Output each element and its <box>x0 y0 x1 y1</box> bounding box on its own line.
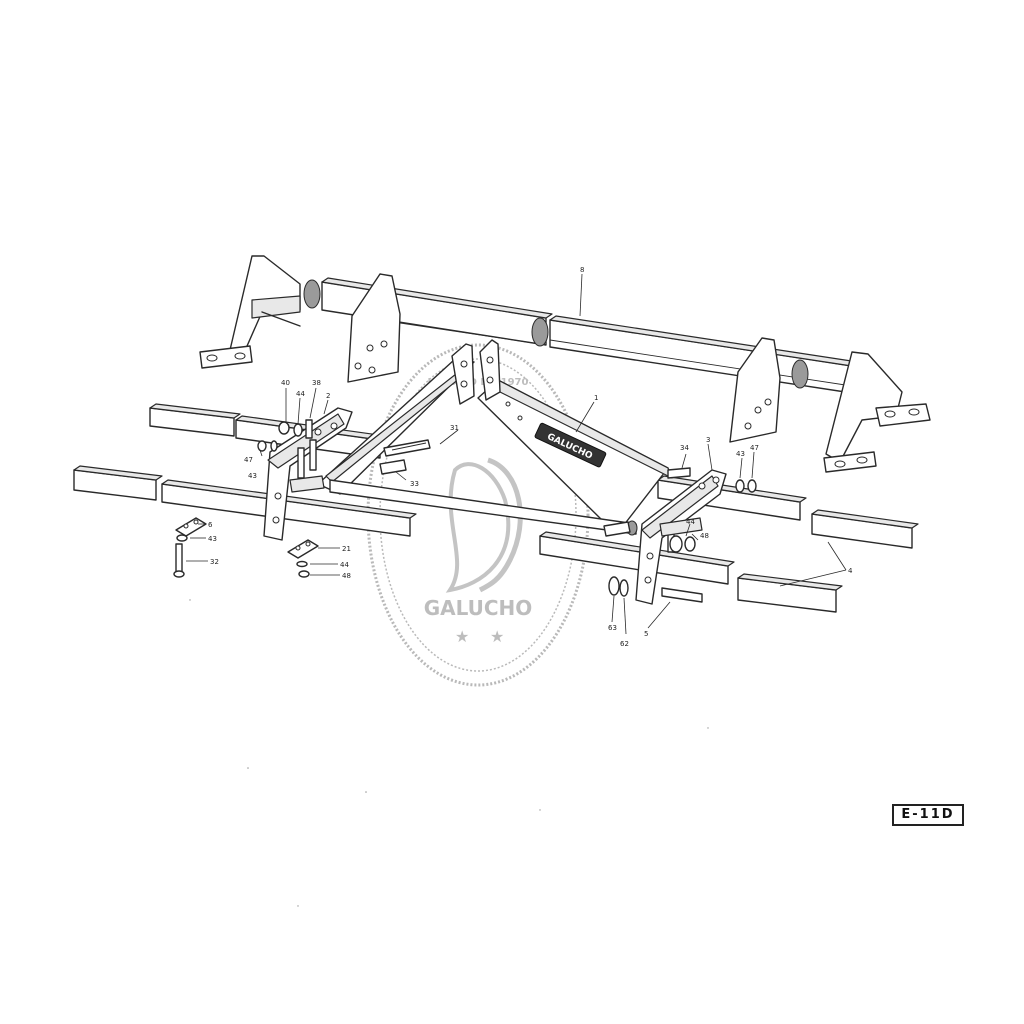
label-part-47-right: 47 <box>750 444 759 452</box>
loose-plate-21 <box>287 539 319 578</box>
label-part-44: 44 <box>296 390 305 398</box>
label-part-40: 40 <box>281 379 290 387</box>
diagram-code-label: E-11D <box>892 804 964 826</box>
label-part-34: 34 <box>680 444 689 452</box>
left-hardware-group <box>257 419 431 475</box>
label-part-48-lower: 48 <box>342 572 351 580</box>
watermark-star-left: ★ <box>455 627 469 646</box>
top-right-end-bracket <box>823 351 931 473</box>
right-clamp-bracket <box>635 469 727 605</box>
label-part-32: 32 <box>210 558 219 566</box>
watermark-arc-text: UNDADO EM 1970 <box>428 377 529 388</box>
top-center-right-bracket <box>729 337 781 443</box>
label-part-38: 38 <box>312 379 321 387</box>
label-part-44-lower: 44 <box>340 561 349 569</box>
label-part-47-left: 47 <box>244 456 253 464</box>
top-center-left-bracket <box>347 273 401 383</box>
part-number-labels: 8 1 40 44 38 2 47 43 31 33 34 3 43 47 44… <box>208 266 853 648</box>
loose-bolt-32 <box>173 543 185 578</box>
label-part-43-lower: 43 <box>208 535 217 543</box>
loose-plate-6 <box>175 517 207 542</box>
watermark-star-right: ★ <box>490 627 504 646</box>
galucho-watermark: GALUCHO UNDADO EM 1970 ★ ★ <box>366 343 590 687</box>
label-part-44-right: 44 <box>686 518 695 526</box>
label-part-62: 62 <box>620 640 629 648</box>
label-part-33: 33 <box>410 480 419 488</box>
label-part-5: 5 <box>644 630 648 638</box>
label-part-31: 31 <box>450 424 459 432</box>
label-part-3: 3 <box>706 436 710 444</box>
label-part-43-right: 43 <box>736 450 745 458</box>
label-part-21: 21 <box>342 545 351 553</box>
label-part-4: 4 <box>848 567 853 575</box>
label-part-48-right: 48 <box>700 532 709 540</box>
label-part-43-left: 43 <box>248 472 257 480</box>
top-left-end-bracket <box>199 255 301 369</box>
leader-lines <box>186 273 847 635</box>
label-part-1: 1 <box>594 394 598 402</box>
scan-specks <box>189 599 709 907</box>
right-hardware-group <box>603 467 757 603</box>
label-part-63: 63 <box>608 624 617 632</box>
lower-square-tube <box>73 465 843 613</box>
a-frame-triangle: GALUCHO <box>317 339 673 536</box>
label-part-6: 6 <box>208 521 213 529</box>
watermark-brand: GALUCHO <box>424 596 533 620</box>
label-part-8: 8 <box>580 266 584 274</box>
label-part-2: 2 <box>326 392 330 400</box>
